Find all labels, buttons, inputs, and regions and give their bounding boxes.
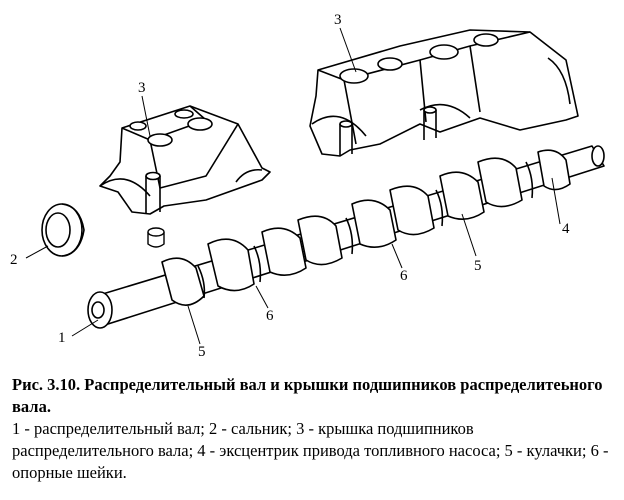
callout-6-journals-right: 6 <box>400 268 408 284</box>
bearing-cap-small <box>99 105 271 215</box>
camshaft <box>87 145 605 329</box>
journal-rings <box>197 161 534 299</box>
bearing-cap-large <box>309 29 579 157</box>
callout-5-cams-left: 5 <box>198 344 206 360</box>
callout-6-journals-left: 6 <box>266 308 274 324</box>
callout-4-fuel-pump-eccentric: 4 <box>562 221 570 237</box>
caption-legend: 1 - распределительный вал; 2 - сальник; … <box>12 419 609 482</box>
callout-2-oil-seal: 2 <box>10 252 18 268</box>
cam-lobes <box>161 149 571 306</box>
callout-3-bearing-cap-small: 3 <box>138 80 146 96</box>
figure-caption: Рис. 3.10. Распределительный вал и крышк… <box>12 374 618 484</box>
callout-5-cams-right: 5 <box>474 258 482 274</box>
callout-3-bearing-cap-large: 3 <box>334 12 342 28</box>
caption-title: Рис. 3.10. Распределительный вал и крышк… <box>12 375 603 416</box>
oil-seal <box>41 203 85 257</box>
leader-lines <box>25 27 561 345</box>
dowel-bushing <box>147 227 165 248</box>
camshaft-illustration: 1 2 3 3 4 5 5 6 6 <box>10 12 605 360</box>
callout-1-camshaft: 1 <box>58 330 66 346</box>
